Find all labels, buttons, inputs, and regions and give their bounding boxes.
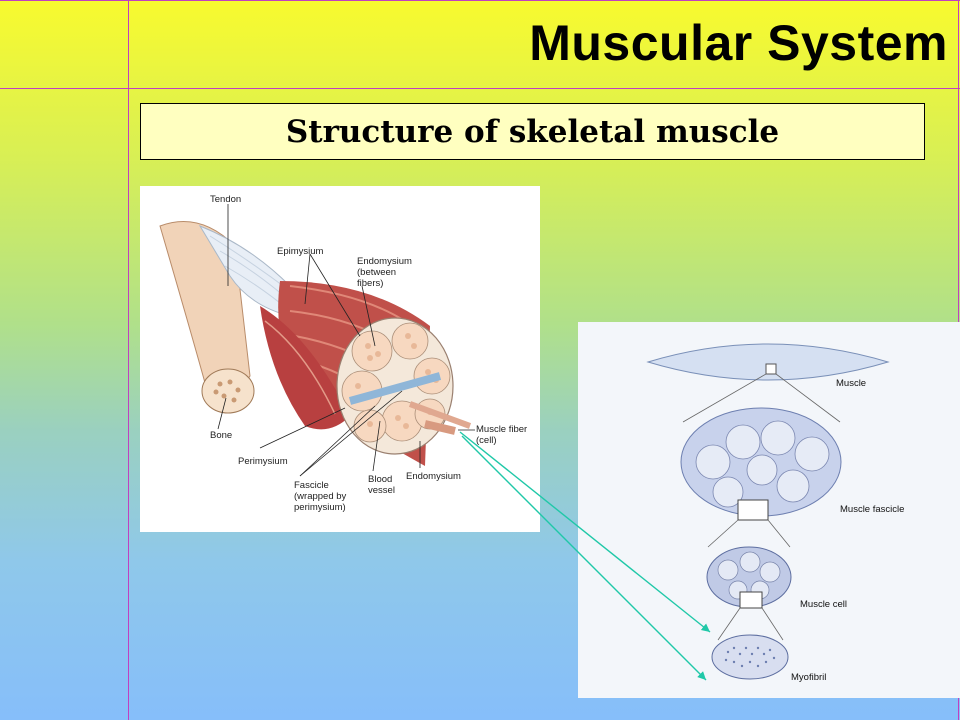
label-myofibril: Myofibril bbox=[791, 672, 826, 683]
label-muscle-fascicle: Muscle fascicle bbox=[840, 504, 904, 515]
guide-line-header bbox=[0, 88, 960, 89]
muscle-cross-section bbox=[336, 317, 472, 455]
guide-line-left bbox=[128, 0, 129, 720]
muscle-hierarchy-diagram: Muscle Muscle fascicle Muscle cell Myofi… bbox=[578, 322, 960, 698]
label-muscle: Muscle bbox=[836, 378, 866, 389]
slide-title: Muscular System bbox=[529, 15, 948, 71]
label-endomysium-bottom: Endomysium bbox=[406, 471, 461, 482]
label-fascicle-2: (wrapped by bbox=[294, 491, 347, 502]
subtitle-text: Structure of skeletal muscle bbox=[285, 113, 780, 150]
muscle-illustration bbox=[646, 343, 890, 381]
label-perimysium: Perimysium bbox=[238, 456, 288, 467]
label-muscle-fiber-2: (cell) bbox=[476, 435, 497, 446]
label-blood-1: Blood bbox=[368, 474, 392, 485]
label-epimysium: Epimysium bbox=[277, 246, 324, 257]
guide-line-top bbox=[0, 0, 960, 1]
label-endomysium-top-3: fibers) bbox=[357, 278, 383, 289]
label-muscle-cell: Muscle cell bbox=[800, 599, 847, 610]
label-endomysium-top-1: Endomysium bbox=[357, 256, 412, 267]
arrow-to-myofibril bbox=[461, 435, 707, 681]
myofibril-illustration bbox=[711, 634, 789, 680]
label-endomysium-top-2: (between bbox=[357, 267, 396, 278]
label-fascicle-1: Fascicle bbox=[294, 480, 329, 491]
fascicle-illustration bbox=[680, 407, 842, 521]
label-tendon: Tendon bbox=[210, 194, 241, 205]
label-muscle-fiber-1: Muscle fiber bbox=[476, 424, 527, 435]
label-blood-2: vessel bbox=[368, 485, 395, 496]
muscle-cell-illustration bbox=[706, 546, 792, 609]
arrow-to-muscle-cell bbox=[459, 431, 711, 633]
subtitle-box: Structure of skeletal muscle bbox=[140, 103, 925, 160]
label-bone: Bone bbox=[210, 430, 232, 441]
skeletal-muscle-diagram: Tendon Epimysium Endomysium (between fib… bbox=[140, 186, 540, 532]
label-fascicle-3: perimysium) bbox=[294, 502, 346, 513]
